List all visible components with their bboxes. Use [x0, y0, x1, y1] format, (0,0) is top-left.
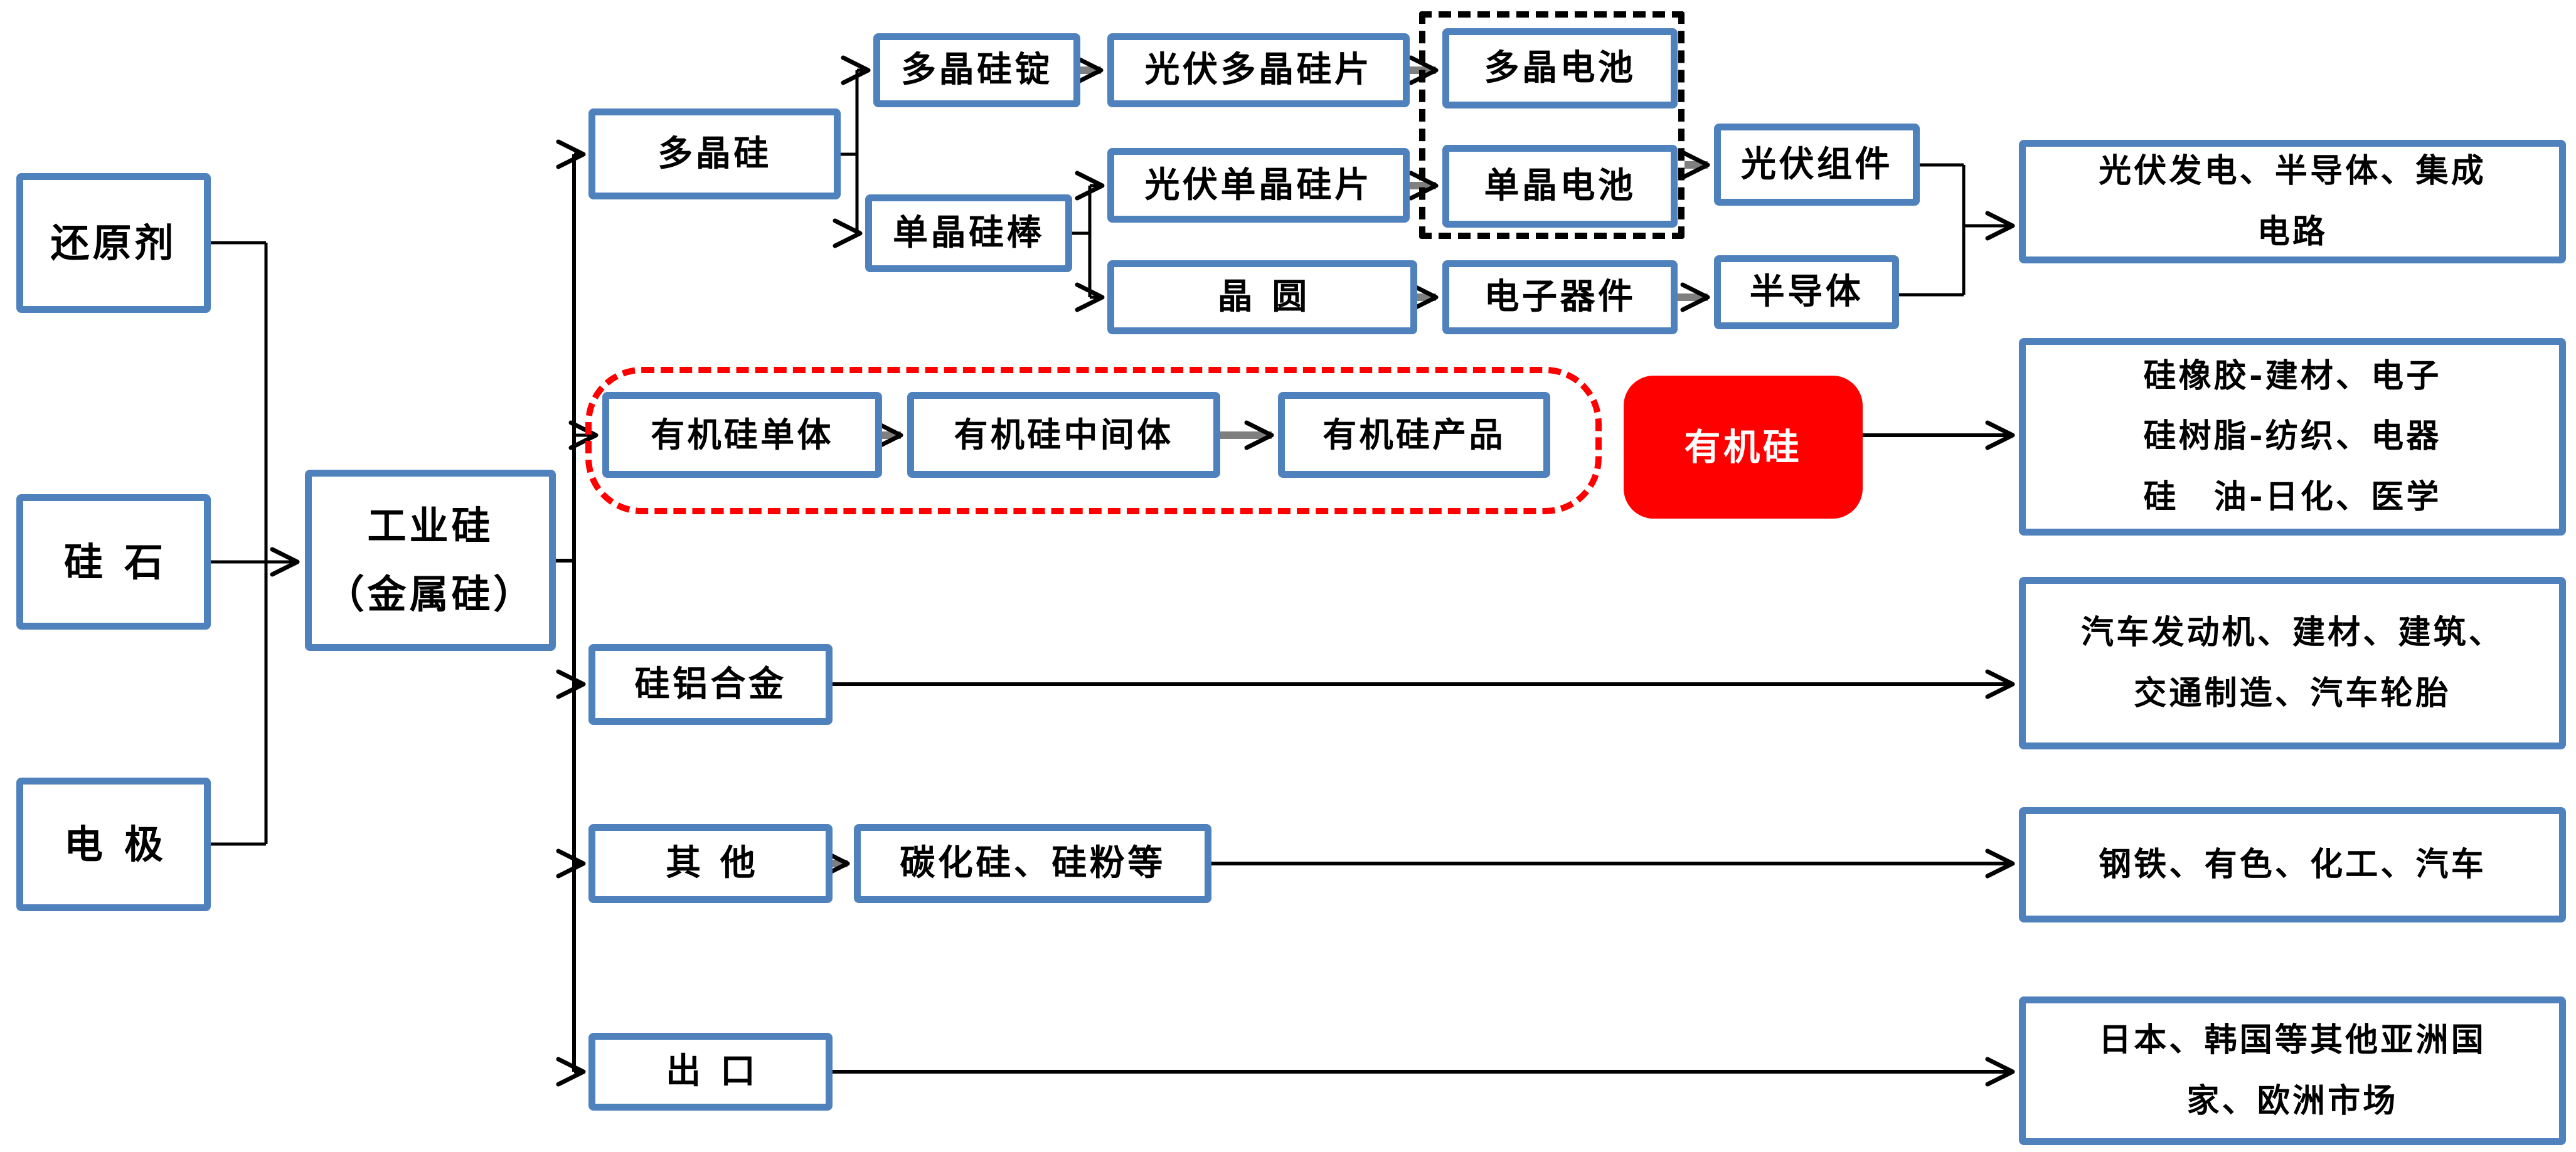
node-si-al-alloy: 硅铝合金: [588, 644, 833, 725]
node-industrial-silicon: 工业硅 （金属硅）: [305, 470, 556, 651]
node-sic-powder: 碳化硅、硅粉等: [854, 824, 1211, 903]
node-silicone-applications: 硅橡胶-建材、电子 硅树脂-纺织、电器 硅 油-日化、医学: [2019, 338, 2566, 536]
node-export-markets: 日本、韩国等其他亚洲国 家、欧洲市场: [2019, 996, 2566, 1145]
node-other: 其他: [588, 824, 833, 903]
node-mono-cell: 单晶电池: [1442, 145, 1678, 228]
node-silicone-monomer: 有机硅单体: [602, 392, 882, 478]
node-export: 出口: [588, 1033, 833, 1111]
node-mono-rod: 单晶硅棒: [865, 194, 1072, 272]
node-pv-mono-wafer: 光伏单晶硅片: [1107, 148, 1410, 223]
node-semiconductor: 半导体: [1714, 255, 1899, 329]
node-electrode: 电极: [16, 778, 211, 911]
node-other-applications: 钢铁、有色、化工、汽车: [2019, 807, 2566, 922]
node-polysilicon: 多晶硅: [588, 108, 841, 199]
node-silica: 硅石: [16, 494, 211, 630]
node-poly-cell: 多晶电池: [1442, 28, 1678, 108]
node-wafer: 晶圆: [1107, 260, 1417, 334]
node-electronic-devices: 电子器件: [1442, 260, 1678, 334]
node-pv-poly-wafer: 光伏多晶硅片: [1107, 33, 1410, 107]
node-pv-semiconductor-ic-applications: 光伏发电、半导体、集成 电路: [2019, 140, 2566, 263]
node-pv-module: 光伏组件: [1714, 124, 1920, 206]
node-silicone-intermediate: 有机硅中间体: [907, 392, 1220, 478]
node-silicone-products: 有机硅产品: [1278, 392, 1550, 478]
node-organosilicon: 有机硅: [1624, 376, 1863, 519]
node-alloy-applications: 汽车发动机、建材、建筑、 交通制造、汽车轮胎: [2019, 577, 2566, 749]
node-poly-ingot: 多晶硅锭: [873, 33, 1080, 107]
node-reducing-agent: 还原剂: [16, 173, 211, 313]
